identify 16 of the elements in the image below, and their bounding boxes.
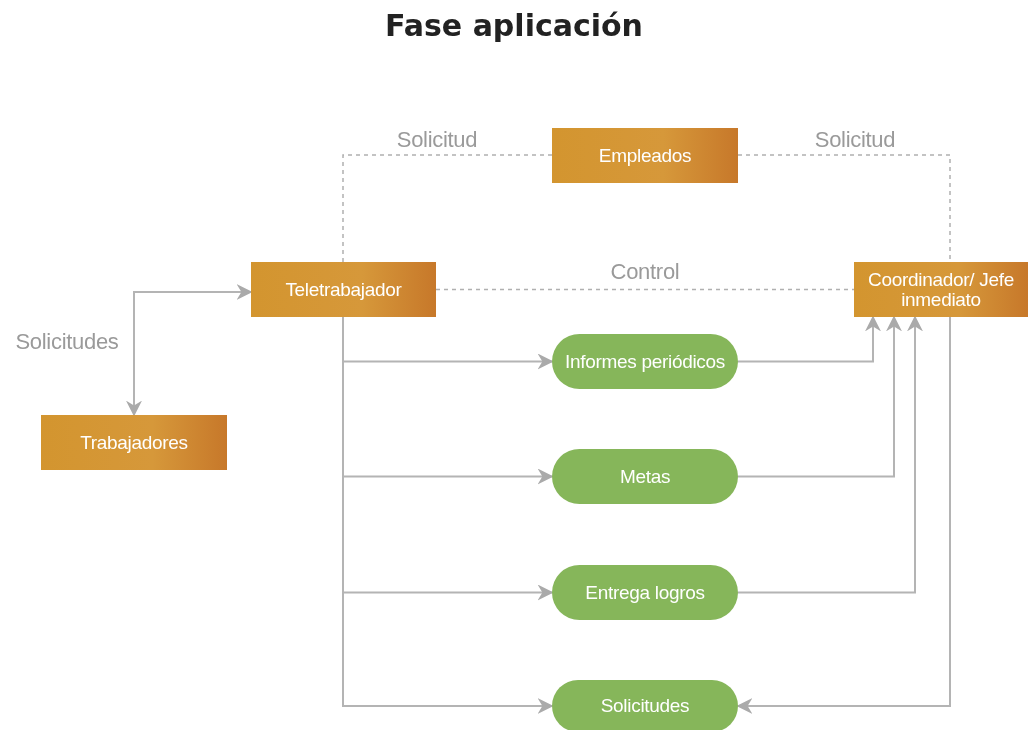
rounded-process-box: Informes periódicos bbox=[552, 334, 738, 389]
arrow bbox=[126, 284, 253, 417]
process-box: Trabajadores bbox=[41, 415, 227, 470]
process-box: Coordinador/ Jefe inmediato bbox=[854, 262, 1028, 317]
rounded-process-box: Solicitudes bbox=[552, 680, 738, 730]
process-box: Teletrabajador bbox=[251, 262, 436, 317]
dashed-connector bbox=[435, 288, 855, 291]
diagram-title: Fase aplicación bbox=[385, 8, 643, 43]
arrow bbox=[737, 315, 923, 594]
arrow bbox=[737, 315, 881, 363]
arrow bbox=[737, 315, 902, 478]
rounded-process-box: Entrega logros bbox=[552, 565, 738, 620]
process-box: Empleados bbox=[552, 128, 738, 183]
arrow bbox=[736, 316, 951, 714]
dashed-connector bbox=[342, 154, 553, 263]
rounded-process-box: Metas bbox=[552, 449, 738, 504]
